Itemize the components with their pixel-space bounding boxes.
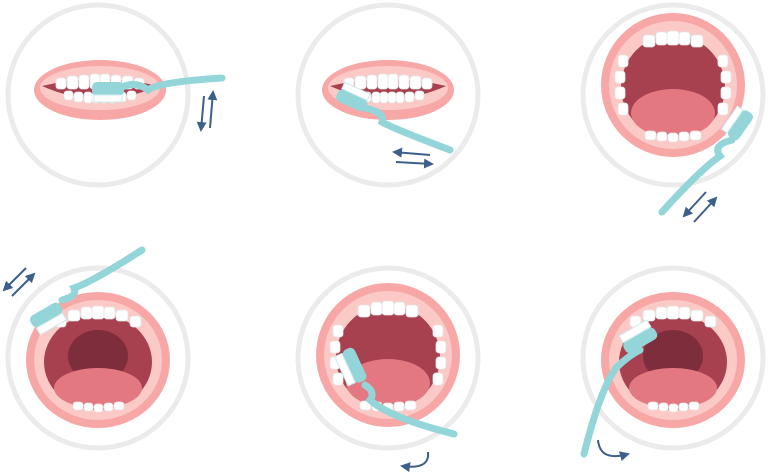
curved-arrow-icon (400, 451, 430, 473)
toothbrush (333, 347, 458, 438)
panel-step-6 (580, 265, 766, 462)
toothbrush (336, 81, 454, 154)
panel-step-2 (295, 2, 481, 188)
diagonal-arrows-icon (2, 267, 36, 297)
panel-ring (5, 265, 191, 451)
up-down-arrows-icon (196, 90, 218, 132)
panel-ring (295, 265, 481, 451)
left-right-arrows-icon (392, 147, 434, 169)
panel-ring (580, 2, 766, 188)
toothbrush (29, 246, 146, 336)
panel-step-3 (580, 2, 766, 223)
panel-step-1 (5, 2, 226, 188)
open-mouth (600, 12, 746, 158)
diagonal-arrows-icon (682, 191, 718, 223)
toothbrush (580, 319, 658, 458)
panel-ring (295, 2, 481, 188)
toothbrush (658, 105, 753, 216)
panel-ring (580, 265, 766, 451)
panel-step-5 (295, 265, 481, 473)
panel-step-4 (2, 246, 191, 451)
toothbrush (92, 74, 226, 103)
curved-arrow-icon (597, 439, 630, 462)
panel-ring (5, 2, 191, 188)
